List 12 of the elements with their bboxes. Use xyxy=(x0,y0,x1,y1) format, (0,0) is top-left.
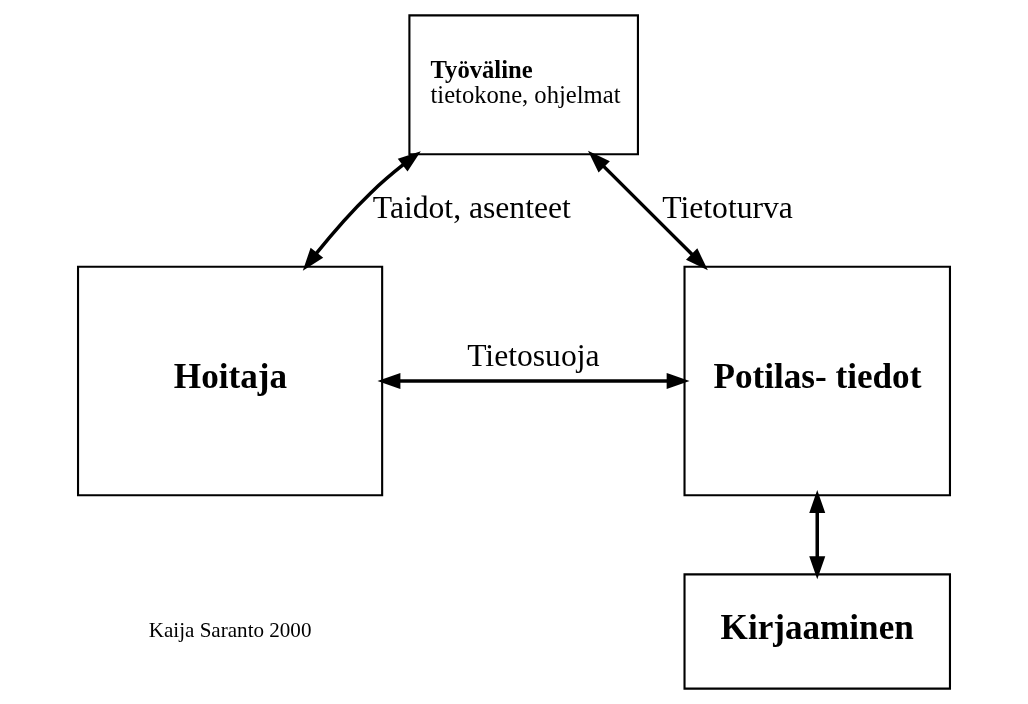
node-box: Kirjaaminen xyxy=(683,573,952,690)
node-box: Työväline tietokone, ohjelmat xyxy=(408,14,639,156)
arrow xyxy=(302,151,421,271)
arrow xyxy=(587,150,708,271)
label: Kaija Saranto 2000 xyxy=(148,617,312,642)
edge-label: Tietosuoja xyxy=(467,337,600,373)
arrow xyxy=(377,373,690,389)
arrow xyxy=(809,490,826,580)
node-box: Potilas- tiedot xyxy=(683,265,952,497)
node-box: Hoitaja xyxy=(76,265,384,497)
edge-label: Tietoturva xyxy=(662,190,793,226)
edge-label: Taidot, asenteet xyxy=(372,190,571,226)
